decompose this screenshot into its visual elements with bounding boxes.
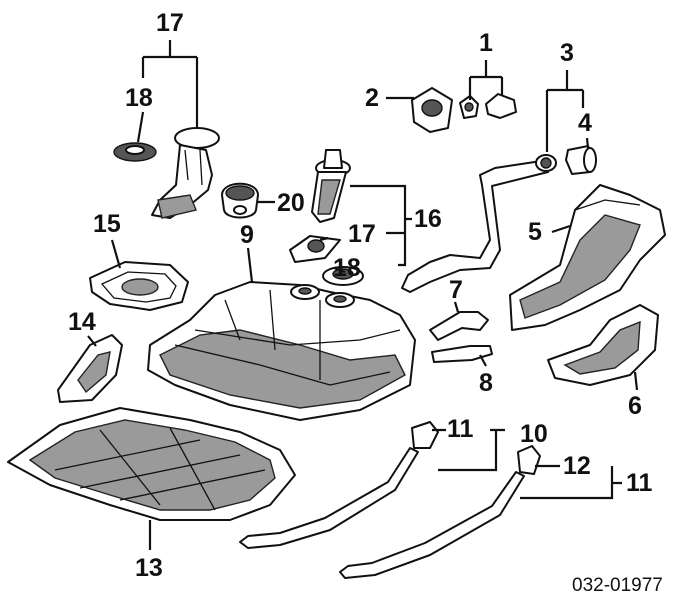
filler-grommet-part xyxy=(411,87,453,133)
diagram-code: 032-01977 xyxy=(572,575,663,596)
callout-20: 20 xyxy=(277,189,305,217)
callout-3: 3 xyxy=(560,39,574,67)
lock-ring-part xyxy=(221,182,259,219)
fuel-tank-part xyxy=(147,281,416,421)
fuel-pump-part xyxy=(289,149,364,286)
callout-15: 16 xyxy=(414,205,442,233)
callout-2: 2 xyxy=(365,84,379,112)
filler-pipe-cover-part xyxy=(509,184,666,331)
callout-12: 13 xyxy=(135,554,163,582)
callout-7: 7 xyxy=(449,276,463,304)
callout-6: 6 xyxy=(628,392,642,420)
callout-14: 15 xyxy=(93,210,121,238)
callout-16: 17 xyxy=(348,220,376,248)
rear-bracket-part xyxy=(547,304,659,386)
fuel-hose-parts xyxy=(429,311,493,363)
callout-11-lower: 12 xyxy=(563,452,591,480)
callout-9: 9 xyxy=(240,221,254,249)
callout-17: 18 xyxy=(333,254,361,282)
tank-bracket-part xyxy=(57,334,123,403)
fuel-gauge-sender-part xyxy=(113,127,220,219)
fuel-tank-strap-parts xyxy=(239,421,541,579)
callout-10-lower: 11 xyxy=(626,469,653,497)
tank-under-cover-part xyxy=(7,407,296,521)
callout-labels: 17 18 1 2 3 4 20 16 17 18 15 9 5 7 14 8 … xyxy=(68,9,663,596)
callout-5: 5 xyxy=(528,218,542,246)
callout-19: 18 xyxy=(125,84,153,112)
callout-8: 8 xyxy=(479,369,493,397)
callout-10-upper: 10 xyxy=(520,420,548,448)
callout-1: 1 xyxy=(479,29,493,57)
fuel-tank-gasket-part xyxy=(89,261,189,311)
callout-18: 17 xyxy=(156,9,184,37)
fuel-filler-pipe-part xyxy=(401,145,597,293)
callout-11-upper: 11 xyxy=(447,415,474,443)
clip-parts xyxy=(459,93,517,119)
callout-4: 4 xyxy=(578,109,592,137)
leader-lines xyxy=(87,40,639,550)
callout-13: 14 xyxy=(68,308,96,336)
